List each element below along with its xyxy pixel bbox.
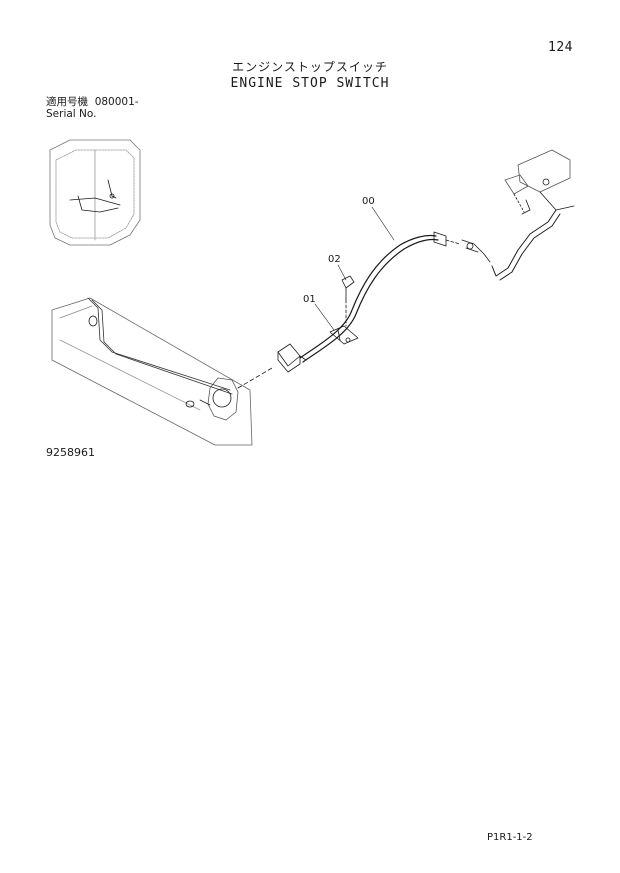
page-number: 124 <box>548 40 573 55</box>
wire-harness <box>299 231 491 363</box>
serial-info: 適用号機 080001- Serial No. <box>46 96 139 120</box>
leader-lines <box>314 206 395 331</box>
serial-value: 080001- <box>94 96 139 108</box>
callout-02: 02 <box>328 254 341 265</box>
callout-01: 01 <box>303 294 316 305</box>
serial-label-ja: 適用号機 <box>46 96 88 108</box>
console-assembly <box>491 149 575 281</box>
footer-code: P1R1-1-2 <box>487 832 533 843</box>
serial-label-en: Serial No. <box>46 108 97 120</box>
title-english: ENGINE STOP SWITCH <box>230 76 390 91</box>
title-japanese: エンジンストップスイッチ <box>232 60 388 74</box>
clamp-and-bolt <box>329 275 359 345</box>
frame-rail <box>51 297 253 446</box>
cab-outline <box>49 139 141 246</box>
serial-row-ja: 適用号機 080001- <box>46 96 139 108</box>
callout-00: 00 <box>362 196 375 207</box>
drawing-code: 9258961 <box>46 446 95 459</box>
switch-connector <box>237 343 307 389</box>
